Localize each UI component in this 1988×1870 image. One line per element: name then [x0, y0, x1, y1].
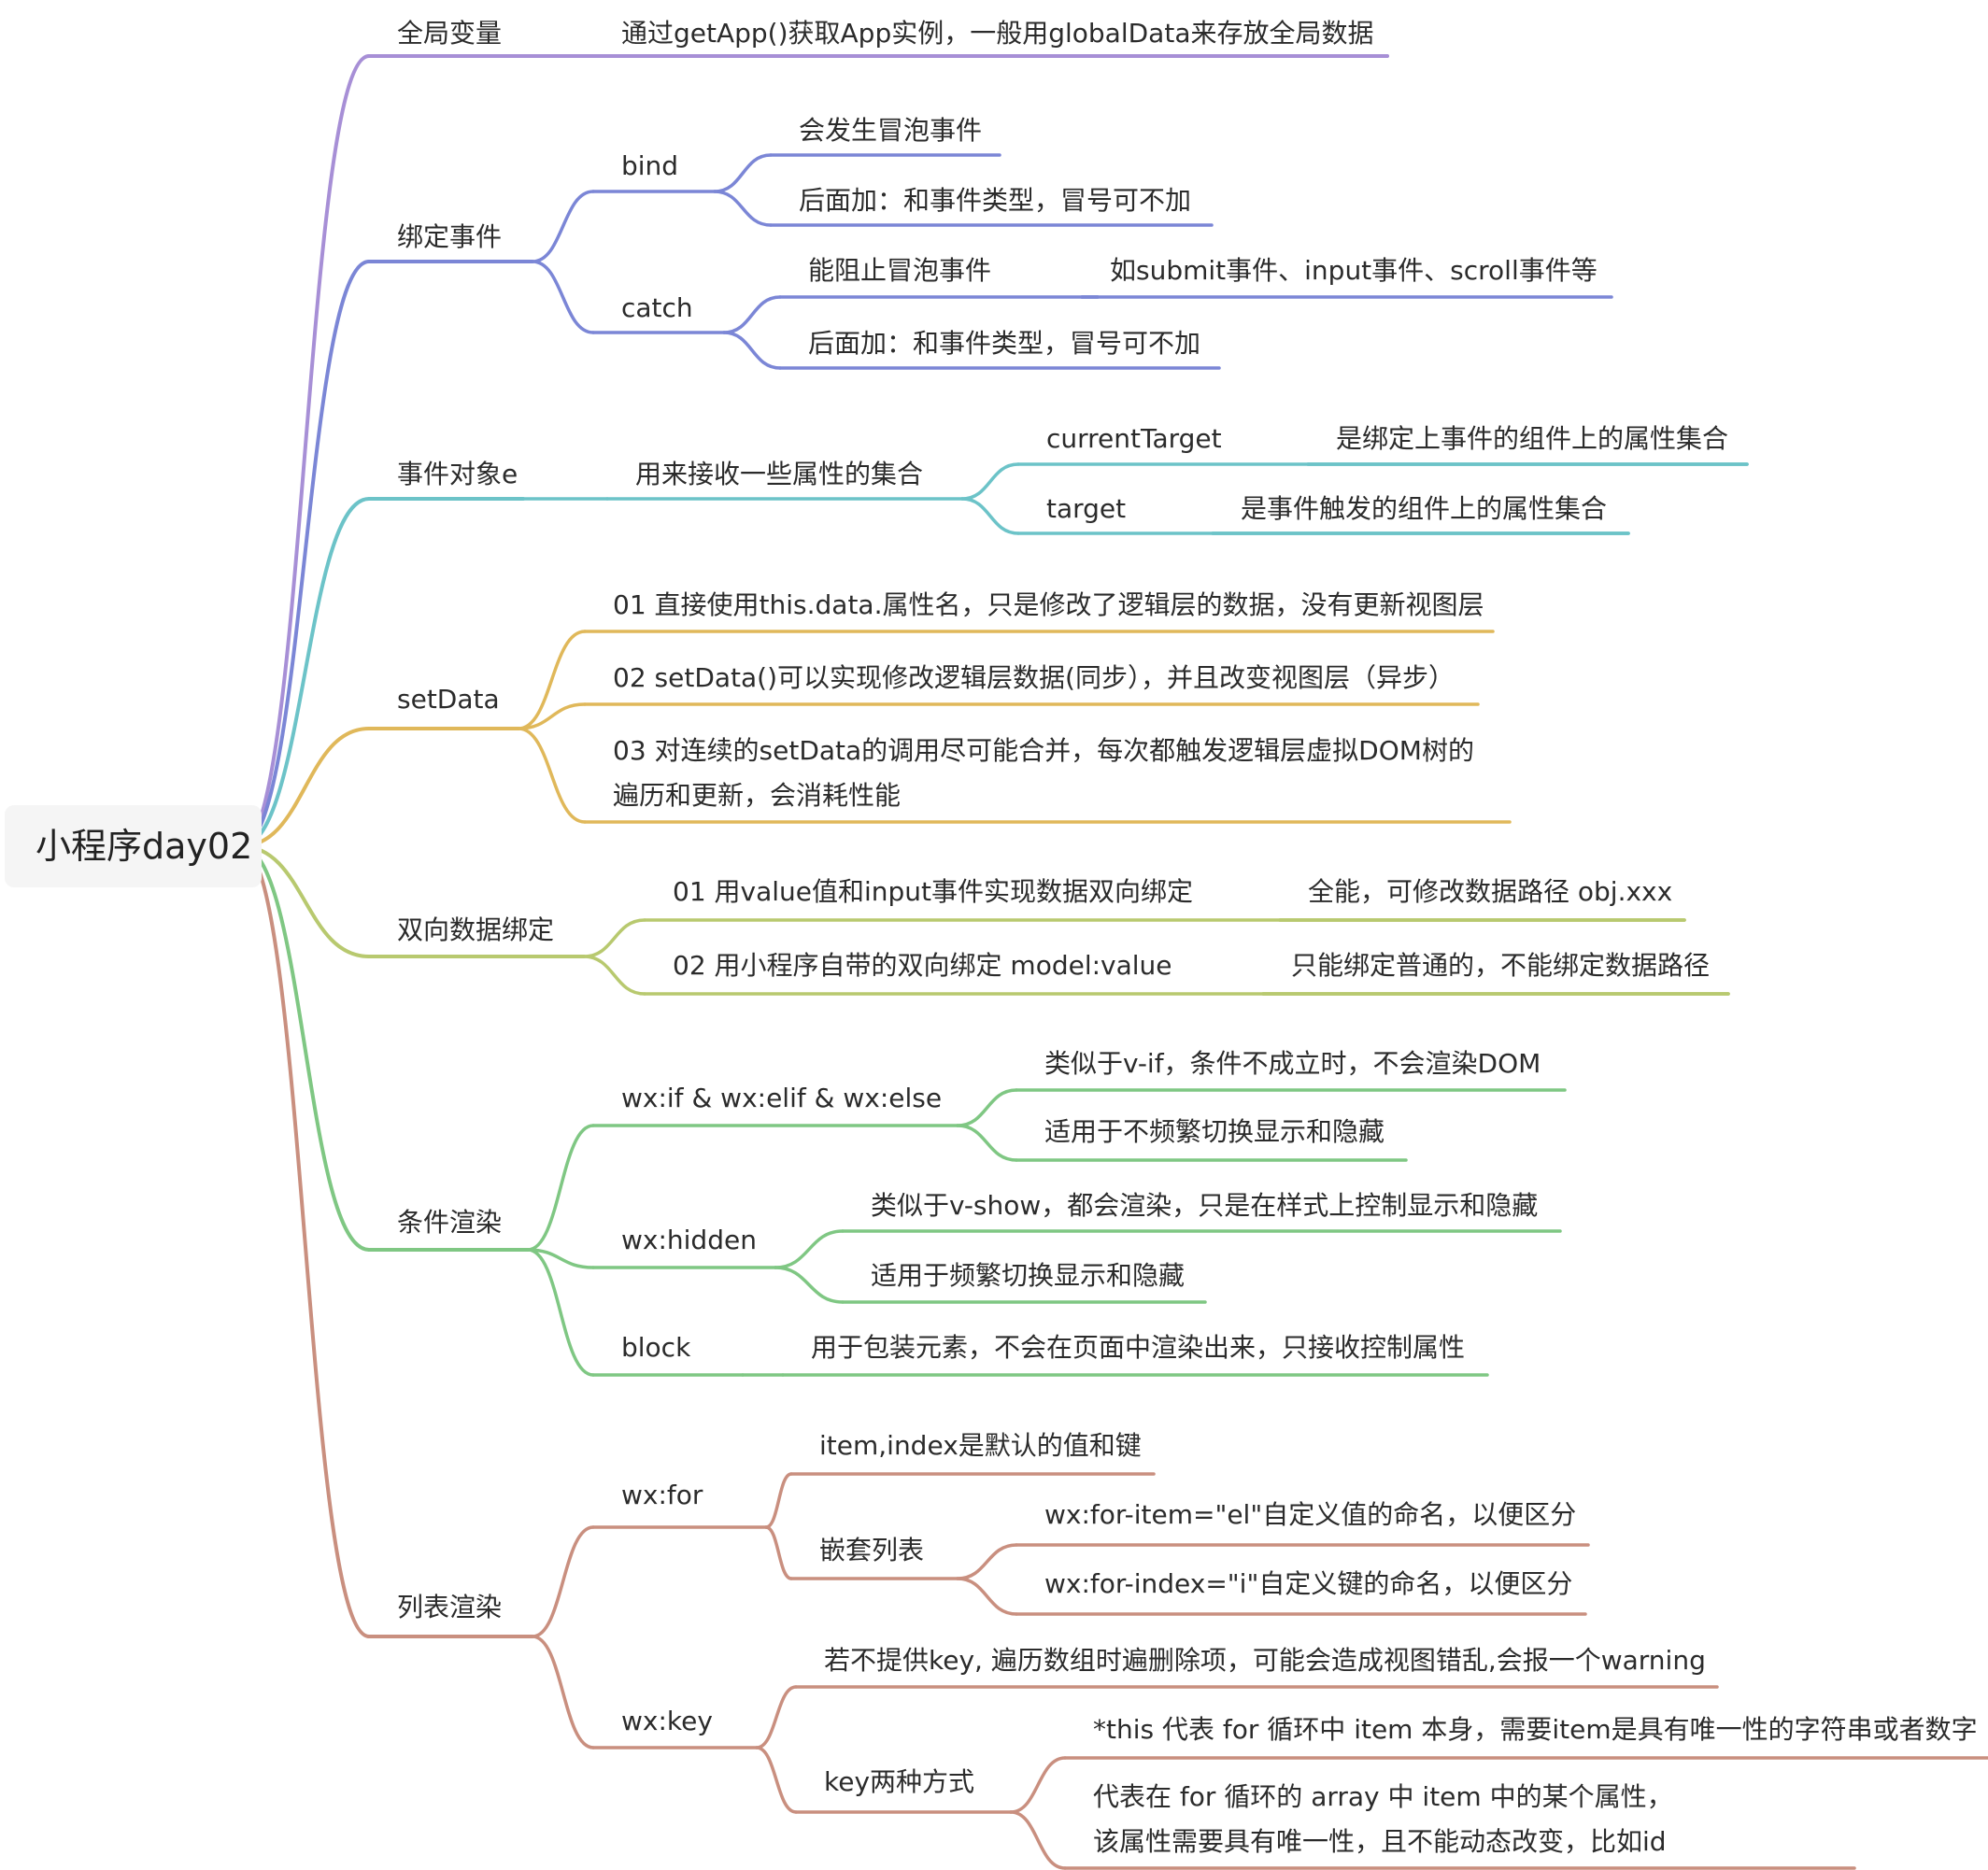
node-label-d3[interactable]: wx:for-item="el"自定义值的命名，以便区分 [1044, 1499, 1577, 1530]
node-label-d3[interactable]: wx:for-index="i"自定义键的命名，以便区分 [1044, 1568, 1573, 1599]
child-connector [956, 1543, 1018, 1580]
root-node-box[interactable] [5, 805, 262, 887]
node-label-d0[interactable]: 条件渲染 [397, 1207, 503, 1238]
branch-connector [239, 844, 371, 958]
child-connector [531, 190, 595, 263]
branch-connector [239, 260, 371, 848]
child-connector [956, 1088, 1018, 1127]
child-connector [713, 190, 773, 227]
child-connector [1009, 1756, 1067, 1814]
node-label-d2[interactable]: currentTarget [1046, 423, 1222, 454]
node-label-d2[interactable]: 若不提供key, 遍历数组时遍删除项，可能会造成视图错乱,会报一个warning [824, 1645, 1706, 1676]
branch-connector [239, 497, 371, 848]
node-label-d1[interactable]: 02 用小程序自带的双向绑定 model:value [673, 950, 1172, 981]
child-connector [774, 1266, 845, 1304]
child-connector [960, 497, 1020, 535]
node-label-d0[interactable]: 事件对象e [397, 459, 518, 489]
child-connector [517, 630, 587, 730]
child-connector [764, 1472, 793, 1529]
child-connector [764, 1525, 793, 1580]
node-label-d1[interactable]: wx:if & wx:elif & wx:else [621, 1083, 943, 1113]
node-label-d2[interactable]: 嵌套列表 [819, 1535, 925, 1565]
child-connector [531, 260, 595, 334]
child-connector [956, 1577, 1018, 1616]
node-label-d2[interactable]: item,index是默认的值和键 [819, 1430, 1142, 1461]
child-connector [774, 1229, 845, 1269]
node-label-continued[interactable]: 该属性需要具有唯一性，且不能动态改变，比如id [1093, 1826, 1667, 1857]
node-label-d0[interactable]: 双向数据绑定 [397, 914, 555, 945]
child-connector [755, 1685, 798, 1750]
child-connector [956, 1124, 1018, 1162]
node-label-d0[interactable]: setData [397, 684, 500, 715]
child-connector [713, 153, 773, 193]
node-label-d2[interactable]: 能阻止冒泡事件 [808, 255, 992, 286]
node-label-d1[interactable]: 02 setData()可以实现修改逻辑层数据(同步），并且改变视图层（异步） [613, 662, 1455, 693]
node-label-d2[interactable]: 类似于v-show，都会渲染，只是在样式上控制显示和隐藏 [871, 1190, 1539, 1221]
node-label-d3[interactable]: 是绑定上事件的组件上的属性集合 [1336, 423, 1729, 454]
child-connector [755, 1746, 798, 1814]
node-label-d1[interactable]: wx:hidden [621, 1225, 757, 1255]
child-connector [517, 702, 587, 730]
node-label-d2[interactable]: key两种方式 [824, 1766, 975, 1797]
node-label-d1[interactable]: wx:key [621, 1706, 713, 1736]
branch-connector [239, 54, 371, 848]
node-label-d3[interactable]: *this 代表 for 循环中 item 本身，需要item是具有唯一性的字符… [1093, 1714, 1978, 1745]
node-label-d1[interactable]: 03 对连续的setData的调用尽可能合并，每次都触发逻辑层虚拟DOM树的 [613, 735, 1474, 766]
child-connector [517, 727, 587, 824]
child-connector [722, 295, 782, 334]
node-label-d0[interactable]: 列表渲染 [397, 1592, 503, 1622]
child-connector [531, 1635, 595, 1750]
root-node-label[interactable]: 小程序day02 [36, 826, 253, 867]
child-connector [582, 918, 646, 958]
node-label-d2[interactable]: 只能绑定普通的，不能绑定数据路径 [1291, 950, 1711, 981]
node-label-d2[interactable]: target [1046, 493, 1127, 524]
child-connector [1009, 1810, 1067, 1870]
node-label-d1[interactable]: 01 直接使用this.data.属性名，只是修改了逻辑层的数据，没有更新视图层 [613, 589, 1484, 620]
node-label-d2[interactable]: 后面加：和事件类型，冒号可不加 [808, 328, 1201, 359]
branch-connector [239, 844, 371, 1252]
child-connector [582, 955, 646, 996]
node-label-d0[interactable]: 全局变量 [397, 18, 503, 49]
node-label-d2[interactable]: 用于包装元素，不会在页面中渲染出来，只接收控制属性 [811, 1332, 1466, 1363]
node-label-d2[interactable]: 全能，可修改数据路径 obj.xxx [1308, 876, 1673, 907]
branch-connector [239, 727, 371, 848]
node-label-d3[interactable]: 代表在 for 循环的 array 中 item 中的某个属性， [1093, 1781, 1673, 1812]
node-label-d1[interactable]: 01 用value值和input事件实现数据双向绑定 [673, 876, 1194, 907]
node-label-d2[interactable]: 后面加：和事件类型，冒号可不加 [799, 185, 1192, 216]
node-label-d1[interactable]: catch [621, 292, 693, 323]
node-label-continued[interactable]: 遍历和更新，会消耗性能 [613, 780, 902, 811]
node-label-d1[interactable]: wx:for [621, 1480, 703, 1510]
node-label-d1[interactable]: 用来接收一些属性的集合 [635, 459, 924, 489]
node-label-d2[interactable]: 适用于频繁切换显示和隐藏 [871, 1260, 1186, 1291]
node-label-d3[interactable]: 是事件触发的组件上的属性集合 [1241, 493, 1608, 524]
node-label-d0[interactable]: 绑定事件 [397, 221, 503, 252]
node-label-d2[interactable]: 会发生冒泡事件 [799, 115, 983, 146]
child-connector [960, 462, 1020, 501]
node-label-d3[interactable]: 如submit事件、input事件、scroll事件等 [1110, 255, 1598, 286]
node-label-d1[interactable]: bind [621, 150, 679, 181]
node-label-d1[interactable]: 通过getApp()获取App实例，一般用globalData来存放全局数据 [621, 18, 1374, 49]
node-label-d1[interactable]: block [621, 1332, 691, 1363]
node-label-d2[interactable]: 类似于v-if，条件不成立时，不会渲染DOM [1044, 1048, 1541, 1079]
child-connector [526, 1248, 595, 1269]
branch-connector [239, 844, 371, 1638]
child-connector [526, 1248, 595, 1377]
child-connector [531, 1525, 595, 1638]
node-label-d2[interactable]: 适用于不频繁切换显示和隐藏 [1044, 1116, 1385, 1147]
child-connector [526, 1124, 595, 1252]
child-connector [722, 331, 782, 370]
